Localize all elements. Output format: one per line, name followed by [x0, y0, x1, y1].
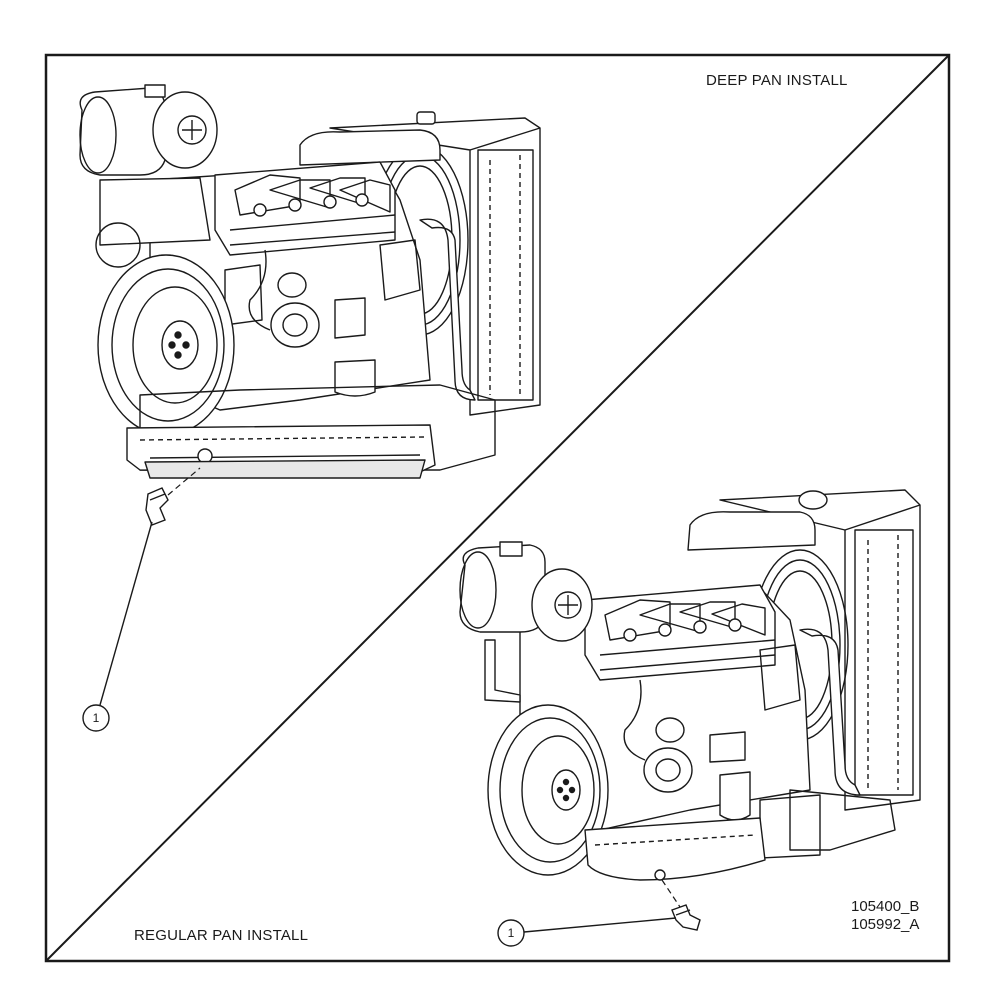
drawing-number-1: 105400_B — [851, 898, 920, 915]
regular-pan-install-label: REGULAR PAN INSTALL — [134, 927, 309, 944]
callout-bubble-bottom — [497, 919, 525, 947]
diagonal-divider — [45, 54, 950, 962]
engine-deep-pan-illustration — [79, 84, 541, 479]
callout-number-bottom: 1 — [508, 926, 515, 940]
fitting-dashed-leader-bottom — [661, 879, 681, 908]
callout-leader-top — [99, 521, 153, 706]
deep-pan-install-label: DEEP PAN INSTALL — [706, 72, 848, 89]
callout-bubble-top — [82, 704, 110, 732]
callout-leader-bottom — [523, 917, 677, 933]
drain-elbow-fitting-top — [145, 487, 169, 526]
engine-regular-pan-illustration — [459, 489, 921, 881]
fitting-dashed-leader-top — [167, 467, 201, 496]
drawing-number-2: 105992_A — [851, 916, 920, 933]
callout-number-top: 1 — [93, 711, 100, 725]
drawing-numbers: 105400_B 105992_A — [851, 898, 919, 934]
drain-elbow-fitting-bottom — [671, 904, 701, 931]
diagram-border — [44, 53, 951, 963]
